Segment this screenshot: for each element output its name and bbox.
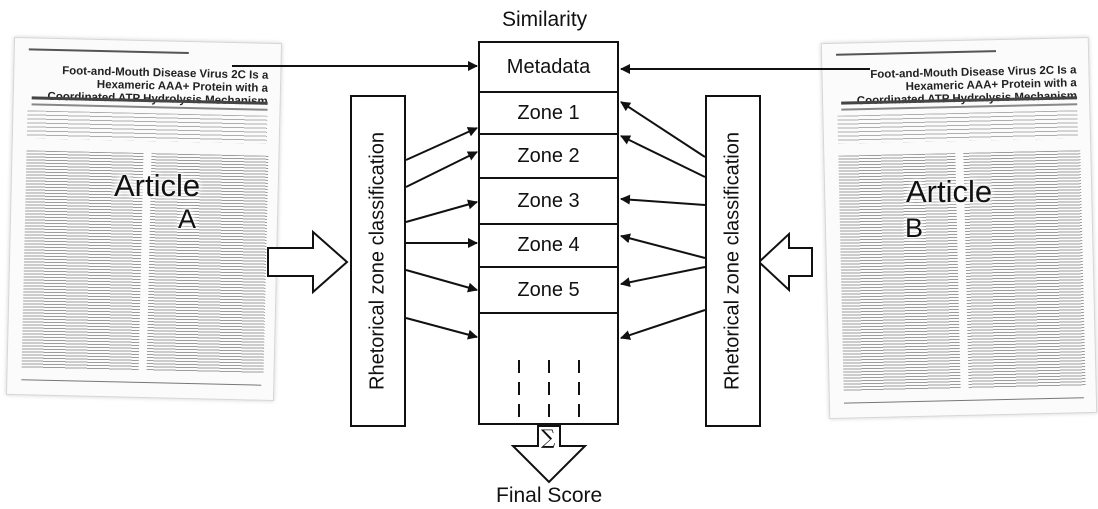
ellipsis-dash — [548, 404, 550, 417]
right-to-zone2-arrow — [620, 135, 706, 178]
left-classifier-box: Rhetorical zone classification — [350, 95, 406, 427]
zone-spacer-row — [480, 314, 617, 356]
ellipsis-dash — [578, 360, 580, 373]
right-classifier-box: Rhetorical zone classification — [705, 95, 761, 427]
article-a-label-letter: A — [178, 204, 197, 234]
left-classifier-label: Rhetorical zone classification — [366, 132, 389, 390]
similarity-caption: Similarity — [502, 8, 588, 31]
article-a-label-word: Article — [114, 168, 201, 203]
zone-2-row: Zone 2 — [480, 135, 617, 179]
ellipsis-dash — [518, 382, 520, 395]
similarity-zone-column: Metadata Zone 1 Zone 2 Zone 3 Zone 4 Zon… — [478, 41, 619, 425]
ellipsis-dash — [578, 382, 580, 395]
sum-symbol: ∑ — [541, 425, 556, 449]
right-to-zone1-arrow — [620, 101, 706, 158]
right-classifier-label: Rhetorical zone classification — [721, 132, 744, 390]
zone-5-row: Zone 5 — [480, 268, 617, 314]
left-to-zone2-arrow — [405, 151, 478, 188]
zone-4-row: Zone 4 — [480, 225, 617, 268]
article-b-label-word: Article — [906, 174, 993, 209]
more-zones-ellipsis — [480, 356, 617, 425]
article-b-label-letter: B — [905, 213, 924, 243]
article-a-hollow-arrow — [267, 229, 349, 295]
ellipsis-dash — [518, 360, 520, 373]
right-to-zone5-arrow — [620, 266, 706, 288]
right-to-more-arrow — [620, 309, 706, 340]
right-to-zone3-arrow — [620, 194, 706, 206]
ellipsis-dash — [518, 404, 520, 417]
final-score-hollow-arrow — [510, 425, 588, 484]
ellipsis-dash — [578, 404, 580, 417]
left-to-zone3-arrow — [405, 199, 478, 223]
ellipsis-dash — [548, 360, 550, 373]
zone-1-row: Zone 1 — [480, 93, 617, 135]
left-to-zone5-arrow — [405, 269, 478, 293]
right-to-zone4-arrow — [620, 233, 706, 259]
article-b-hollow-arrow — [757, 231, 813, 293]
metadata-row: Metadata — [480, 43, 617, 93]
left-to-zone1-arrow — [405, 127, 478, 161]
final-score-caption: Final Score — [496, 484, 603, 507]
left-to-more-arrow — [405, 317, 478, 340]
ellipsis-dash — [548, 382, 550, 395]
zone-3-row: Zone 3 — [480, 179, 617, 225]
